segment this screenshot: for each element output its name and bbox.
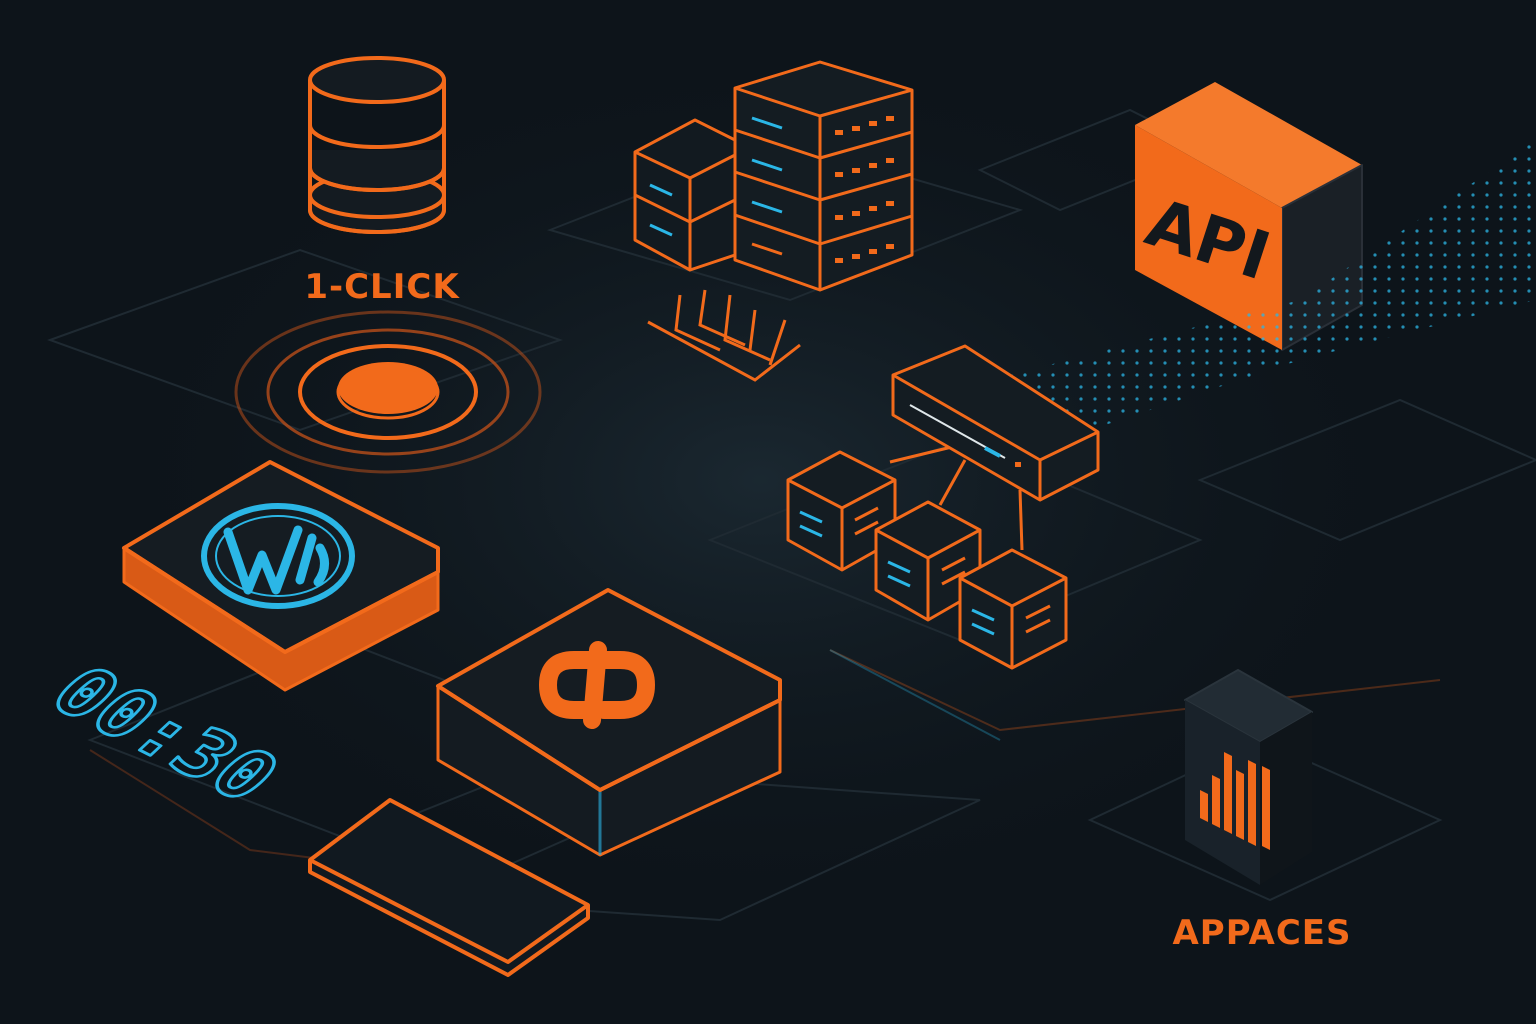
wordpress-icon (201, 503, 355, 609)
bar-chart-box-icon (1184, 669, 1313, 885)
server-rack-icon (633, 60, 914, 292)
appaces-label: APPACES (1172, 913, 1351, 953)
network-topology-icon (786, 344, 1100, 670)
wordpress-tile[interactable] (122, 460, 440, 692)
target-button-icon[interactable] (234, 310, 542, 474)
one-click-label: 1-CLICK (304, 267, 460, 307)
cpanel-icon (539, 641, 655, 729)
database-icon (308, 56, 446, 234)
cpanel-tile[interactable] (436, 588, 782, 857)
cable-lines (647, 289, 801, 382)
data-stream-dots (1010, 140, 1536, 430)
